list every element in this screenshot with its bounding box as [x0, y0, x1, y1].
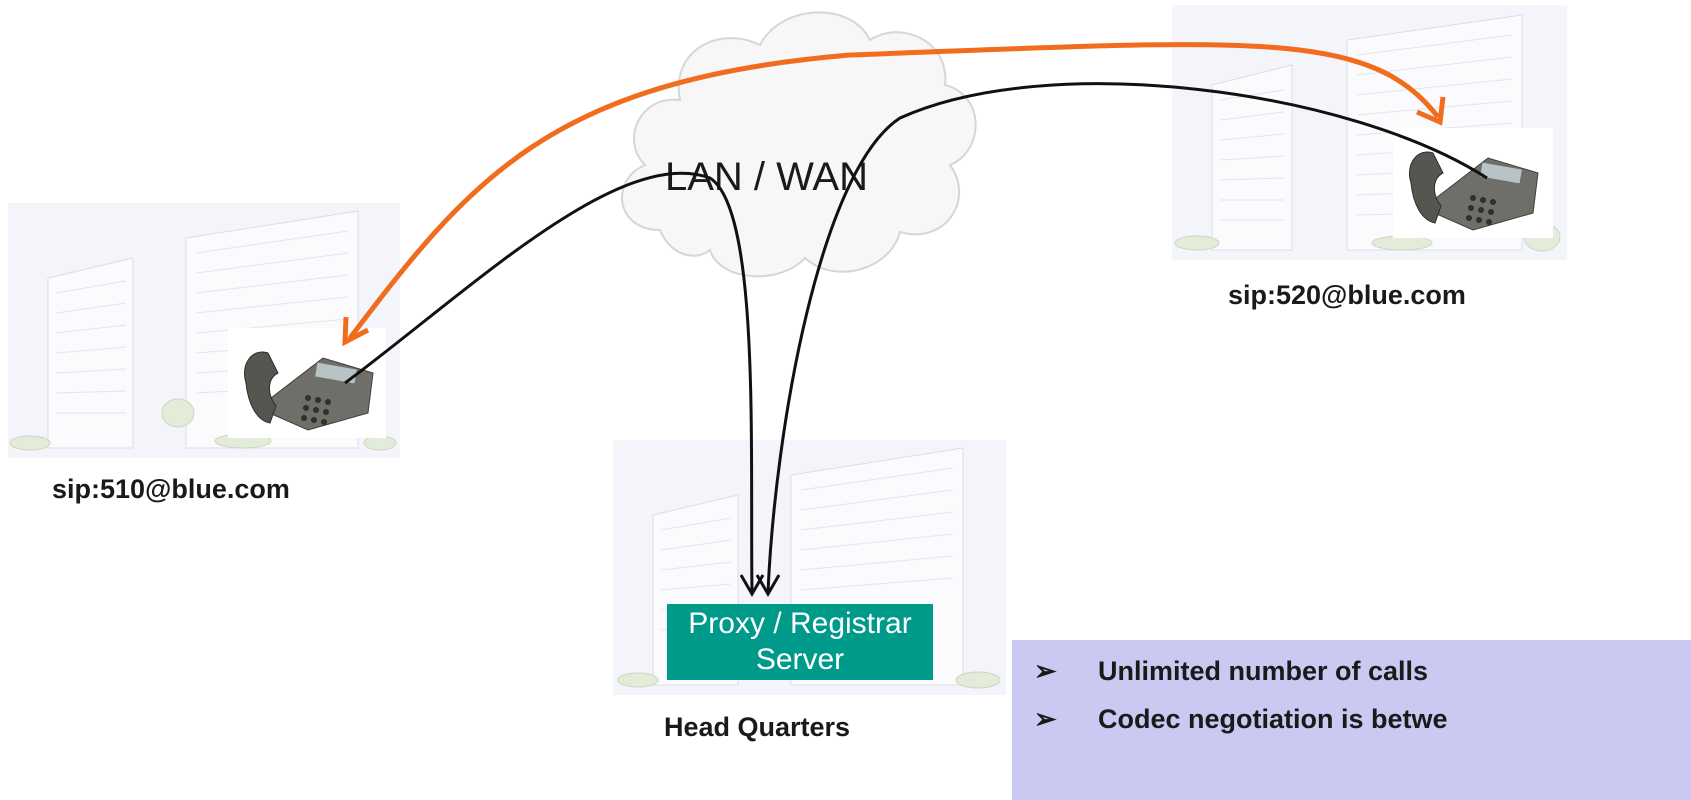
- headquarters-label: Head Quarters: [664, 712, 851, 742]
- desk-phone-icon: [1393, 128, 1553, 238]
- bullet-arrow-icon: ➢: [1034, 704, 1057, 734]
- bullet-arrow-icon: ➢: [1034, 656, 1057, 686]
- proxy-registrar-server: Proxy / Registrar Server: [667, 604, 933, 680]
- notes-panel: ➢ Unlimited number of calls ➢ Codec nego…: [1012, 640, 1691, 800]
- desk-phone-icon: [228, 328, 386, 438]
- note-text: Codec negotiation is betwe: [1098, 704, 1448, 734]
- server-label-line2: Server: [755, 643, 845, 676]
- network-label: LAN / WAN: [665, 155, 868, 199]
- server-label-line1: Proxy / Registrar: [688, 607, 912, 640]
- note-text: Unlimited number of calls: [1098, 656, 1429, 686]
- right-site-address: sip:520@blue.com: [1228, 280, 1466, 310]
- left-site-address: sip:510@blue.com: [52, 474, 290, 504]
- cloud-icon: [621, 11, 977, 278]
